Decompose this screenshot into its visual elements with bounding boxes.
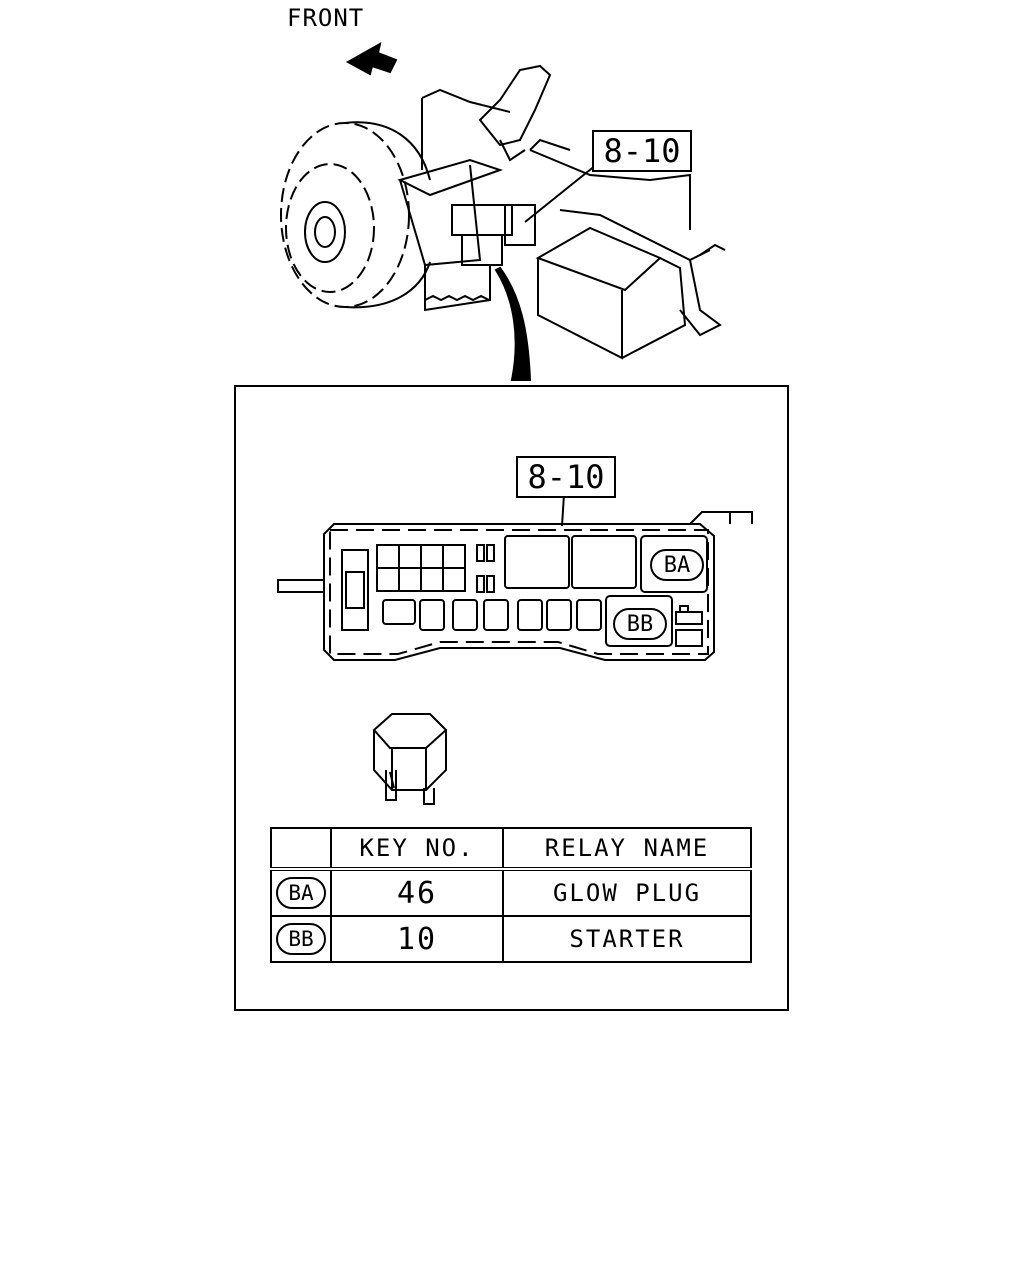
fuse-box-label-bb: BB <box>613 608 667 640</box>
header-mark <box>270 827 332 871</box>
detail-callout-leader <box>561 493 565 527</box>
row-mark-ba: BA <box>276 877 326 909</box>
header-relay-name: RELAY NAME <box>502 827 752 871</box>
row-relay-name: STARTER <box>502 915 752 963</box>
relay-table: KEY NO. RELAY NAME BA 46 GLOW PLUG BB 10… <box>270 827 752 963</box>
table-row: BA 46 GLOW PLUG <box>270 868 752 917</box>
callout-8-10-detail: 8-10 <box>516 456 616 498</box>
row-key-no: 46 <box>330 868 504 917</box>
table-row: BB 10 STARTER <box>270 915 752 963</box>
wheel <box>280 121 431 309</box>
relay-table-header: KEY NO. RELAY NAME <box>270 827 752 871</box>
header-key-no: KEY NO. <box>330 827 504 871</box>
row-mark-bb: BB <box>276 923 326 955</box>
fuse-box-label-ba: BA <box>650 549 704 581</box>
front-arrow-icon <box>345 42 398 76</box>
fuse-box <box>277 511 753 661</box>
relay-icon <box>372 713 448 805</box>
callout-leader <box>524 164 597 223</box>
row-key-no: 10 <box>330 915 504 963</box>
row-relay-name: GLOW PLUG <box>502 868 752 917</box>
front-label: FRONT <box>287 4 365 32</box>
detail-box <box>234 385 789 1011</box>
battery <box>535 226 687 360</box>
engine-bay-relay-block <box>397 64 552 312</box>
detail-pointer <box>494 266 532 381</box>
chassis-frame <box>421 88 726 337</box>
callout-8-10-top: 8-10 <box>592 130 692 172</box>
